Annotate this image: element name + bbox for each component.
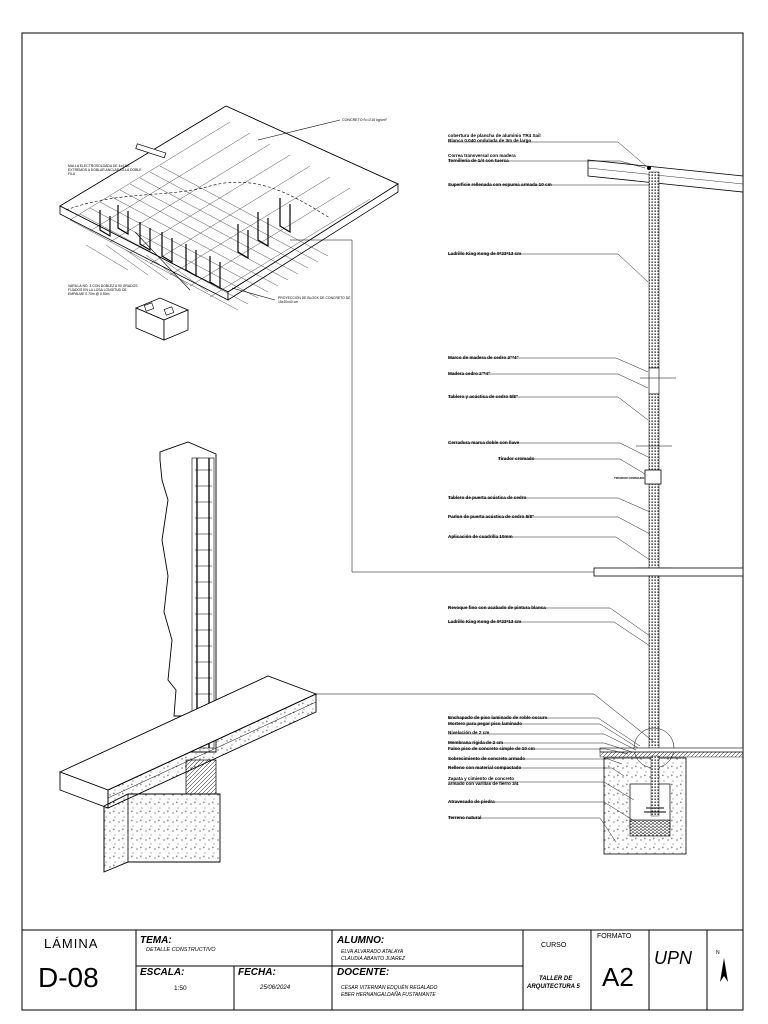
label-terreno: Terreno natural [448, 815, 482, 820]
label-correa: Correa transversal con madera Tornillerí… [448, 153, 516, 163]
curso-label: CURSO [541, 942, 567, 949]
label-tirador-small: TIRADOR CROMADO [614, 476, 645, 480]
label-aplicacion: Aplicación de cuadrilla 10mm [448, 534, 513, 539]
label-falso-piso: Falso piso de concreto simple de 10 cm [448, 746, 535, 751]
tema-label: TEMA: [140, 935, 172, 946]
fecha-label: FECHA: [238, 967, 276, 978]
label-ladrillo-bottom: Ladrillo King Kong de 9*23*13 cm [448, 619, 522, 624]
label-parlon: Parlon de puerta acústica de cedro 5/8" [448, 514, 535, 519]
wall-section-detail [448, 141, 744, 855]
label-membrana: Membrana rígida de 2 cm [448, 740, 504, 745]
label-enchapado: Enchapado de piso laminado de roble oscu… [448, 715, 548, 720]
label-tablero-acustica: Tablero y acústica de cedro 5/8" [448, 394, 519, 399]
alumno-name-2: CLAUDIA ABANTO JUAREZ [341, 956, 405, 962]
label-tablero-puerta: Tablero de puerta acústica de cedro [448, 495, 527, 500]
label-revoque: Revoque fino con acabado de pintura blan… [448, 605, 546, 610]
label-mortero: Mortero para pegar piso laminado [448, 721, 523, 726]
label-cobertura: cobertura de plancha de aluminio TR4 Sai… [448, 133, 541, 143]
label-concrete: CONCRETO f'c=210 kg/cm² [342, 118, 387, 122]
curso-value-1: TALLER DE [539, 976, 573, 982]
upn-logo: UPN [654, 948, 693, 968]
north-label: N [716, 950, 720, 956]
label-block: PROYECCIÓN DE BLOCK DE CONCRETO DE 15x20… [278, 296, 351, 304]
tema-value: DETALLE CONSTRUCTIVO [146, 947, 216, 953]
fecha-value: 25/06/2024 [260, 985, 291, 991]
label-madera: Madera cedro 2"*4" [448, 371, 491, 376]
label-mesh: MALLA ELECTROSOLDADA DE 4x4 DE EXTREMOS … [68, 164, 142, 176]
label-ladrillo-top: Ladrillo King Kong de 9*23*13 cm [448, 251, 522, 256]
docente-name-1: CÉSAR VITERMAN EDQUÉN REGALADO [341, 985, 438, 991]
axo-slab-detail [59, 105, 594, 573]
label-zapata: Zapata y cimiento de concreto armado con… [448, 776, 519, 786]
formato-label: FORMATO [597, 933, 632, 940]
escala-value: 1:50 [174, 985, 187, 992]
alumno-name-1: ELVA ALVARADO ATALAYA [341, 949, 404, 955]
north-arrow-icon [720, 958, 728, 982]
curso-value-2: ARQUITECTURA 5 [527, 984, 580, 990]
formato-value: A2 [602, 962, 634, 992]
label-marco: Marco de madera de cedro 2"*4" [448, 355, 519, 360]
axo-wall-detail [58, 441, 594, 873]
label-rebar: VARILLA NO. 3 CON DOBLEZ A 90 GRADOS FIJ… [68, 284, 138, 296]
docente-name-2: EBER HERNANGALDAÑA FUSTAMANTE [341, 992, 436, 998]
label-nivelacion: Nivelación de 2 cm [448, 730, 490, 735]
label-sobrecimiento: Sobrecimiento de concreto armado [448, 756, 526, 761]
label-tirador: Tirador cromado [498, 456, 535, 461]
alumno-label: ALUMNO: [337, 935, 385, 946]
title-block-grid [21, 929, 744, 1011]
lamina-value: D-08 [38, 962, 99, 993]
label-superficie: Superficie rellenada con espuma armada 1… [448, 182, 552, 187]
label-cerradura: Cerradura marca doble con llave [448, 440, 520, 445]
escala-label: ESCALA: [140, 967, 185, 978]
docente-label: DOCENTE: [337, 967, 390, 978]
lamina-label: LÁMINA [44, 936, 99, 951]
label-relleno: Relleno con material compactado [448, 765, 522, 770]
label-atravesado: Atravesado de piedra [448, 799, 495, 804]
